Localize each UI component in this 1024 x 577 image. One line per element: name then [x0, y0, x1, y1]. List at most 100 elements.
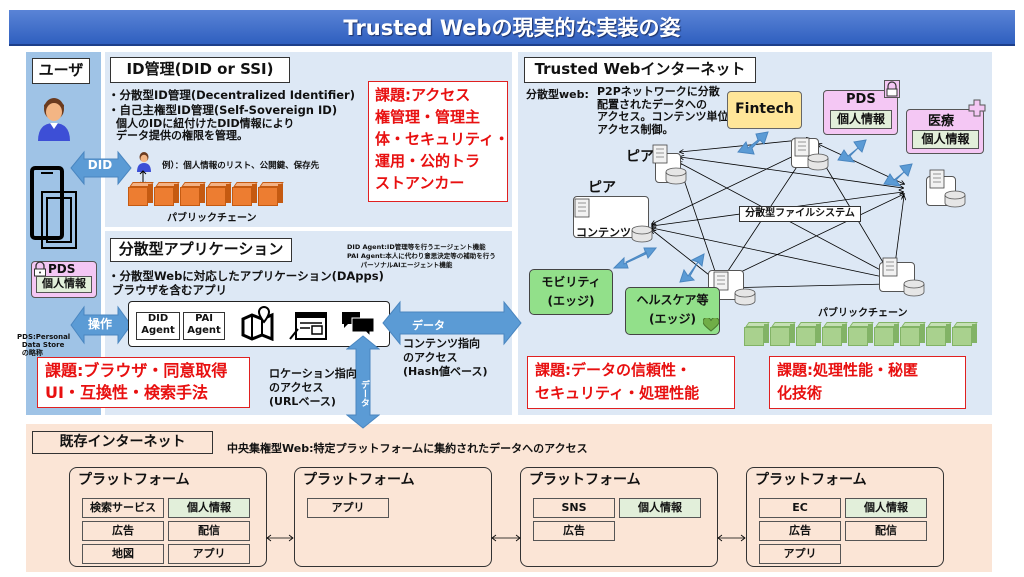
tw-issue-box-1: 課題:データの信頼性・ セキュリティ・処理性能	[527, 356, 735, 409]
did-agent-note: DID Agent:ID管理等を行うエージェント機能	[347, 243, 486, 251]
tw-desc-label: 分散型web:	[526, 88, 589, 101]
user-pds-title: PDS	[48, 262, 76, 276]
mobility-edge-box: モビリティ (エッジ)	[529, 269, 613, 315]
chain-block	[822, 322, 848, 346]
chain-block	[232, 182, 258, 206]
peer-label-2: ピア	[588, 180, 616, 196]
content-oriented-access: コンテンツ指向 のアクセス (Hash値ベース)	[403, 337, 488, 378]
public-chain-green	[744, 322, 978, 346]
vertical-data-label: データ	[359, 380, 369, 407]
id-issue-box: 課題:アクセス 権管理・管理主 体・セキュリティ・ 運用・公的トラ ストアンカー	[368, 81, 509, 202]
peer-node	[926, 176, 956, 206]
platform-box: プラットフォームアプリ	[294, 467, 492, 567]
app-issue-box: 課題:ブラウザ・同意取得 UI・互換性・検索手法	[37, 357, 250, 408]
tw-pds-personal-info: 個人情報	[830, 110, 892, 129]
chain-block	[900, 322, 926, 346]
did-agent-box: DID Agent	[136, 312, 180, 340]
tw-pds-title: PDS	[846, 92, 876, 107]
platform-service-cell: アプリ	[307, 498, 389, 518]
platform-service-cell: 検索サービス	[82, 498, 164, 518]
platform-box: プラットフォーム検索サービス個人情報広告配信地図アプリ	[69, 467, 267, 567]
data-horizontal-arrow	[382, 300, 522, 346]
peer-node	[879, 262, 915, 292]
platform-title: プラットフォーム	[78, 472, 190, 488]
chain-block	[796, 322, 822, 346]
tw-description: P2Pネットワークに分散 配置されたデータへの アクセス。コンテンツ単位 アクセ…	[597, 85, 729, 136]
user-pds-personal-info: 個人情報	[36, 276, 92, 293]
pai-agent-note: PAI Agent:本人に代わり意思決定等の補助を行う パーソナルAIエージェン…	[347, 252, 496, 269]
healthcare-edge-box: ヘルスケア等 (エッジ)	[625, 287, 720, 335]
platform-title: プラットフォーム	[303, 472, 415, 488]
data-arrow-label: データ	[412, 319, 445, 332]
lock-icon	[34, 261, 46, 277]
public-chain-orange	[128, 182, 284, 206]
platform-title: プラットフォーム	[755, 472, 867, 488]
platform-service-cell: 個人情報	[619, 498, 701, 518]
page-title: Trusted Webの現実的な実装の姿	[9, 10, 1015, 46]
chat-icon	[342, 312, 375, 338]
agent-notes: DID Agent:ID管理等を行うエージェント機能 PAI Agent:本人に…	[347, 243, 496, 270]
medical-personal-info: 個人情報	[912, 130, 979, 149]
chain-block	[770, 322, 796, 346]
platform-service-cell: 地図	[82, 544, 164, 564]
platform-service-cell: SNS	[533, 498, 615, 518]
data-vertical-arrow	[346, 335, 380, 429]
chain-block	[848, 322, 874, 346]
operate-arrow-label: 操作	[87, 317, 112, 331]
peer-node	[791, 138, 819, 168]
chain-block	[952, 322, 978, 346]
user-avatar-icon	[38, 98, 70, 141]
platform-service-cell: 配信	[845, 521, 927, 541]
lock-icon	[884, 80, 900, 98]
dapps-bullet: ・分散型Webに対応したアプリケーション(DApps) ブラウザを含むアプリ	[108, 269, 384, 297]
platform-service-cell: アプリ	[759, 544, 841, 564]
chain-block	[128, 182, 154, 206]
id-description: 個人のIDに紐付けたDID情報により データ提供の権限を管理。	[116, 117, 295, 142]
did-arrow-label: DID	[87, 158, 113, 172]
existing-internet-heading: 既存インターネット	[32, 431, 213, 454]
distributed-filesystem-label: 分散型ファイルシステム	[739, 206, 861, 222]
chain-block	[926, 322, 952, 346]
existing-internet-desc: 中央集権型Web:特定プラットフォームに集約されたデータへのアクセス	[227, 442, 588, 455]
chain-block	[180, 182, 206, 206]
chain-block	[258, 182, 284, 206]
chain-block	[154, 182, 180, 206]
location-oriented-access: ロケーション指向 のアクセス (URLベース)	[269, 367, 357, 408]
content-label: コンテンツ	[576, 226, 631, 239]
platform-service-cell: アプリ	[168, 544, 250, 564]
heart-icon	[703, 318, 719, 332]
platform-title: プラットフォーム	[529, 472, 641, 488]
platform-service-cell: 個人情報	[845, 498, 927, 518]
pds-abbreviation-note: PDS:Personal Data Store の略称	[17, 333, 71, 357]
peer-node	[655, 153, 681, 183]
id-example: 例）：個人情報のリスト、公開鍵、保存先	[162, 161, 320, 171]
chain-block	[744, 322, 770, 346]
platform-service-cell: 個人情報	[168, 498, 250, 518]
id-management-heading: ID管理(DID or SSI)	[110, 57, 290, 83]
ssi-bullet: ・自己主権型ID管理(Self-Sovereign ID)	[108, 103, 338, 117]
tw-issue-box-2: 課題:処理性能・秘匿 化技術	[769, 356, 966, 409]
platform-service-cell: 広告	[533, 521, 615, 541]
did-bullet: ・分散型ID管理(Decentralized Identifier)	[108, 88, 355, 102]
did-arrow	[70, 150, 132, 186]
distributed-app-heading: 分散型アプリケーション	[110, 238, 292, 262]
platform-service-cell: 配信	[168, 521, 250, 541]
medical-cross-icon	[968, 99, 986, 117]
tw-chain-label: パブリックチェーン	[818, 308, 908, 319]
web-form-icon	[289, 312, 327, 340]
id-chain-label: パブリックチェーン	[167, 213, 257, 224]
pai-agent-box: PAI Agent	[183, 312, 225, 340]
trusted-web-heading: Trusted Webインターネット	[524, 57, 756, 83]
small-user-icon	[137, 152, 151, 172]
user-heading: ユーザ	[32, 58, 90, 84]
platform-service-cell: EC	[759, 498, 841, 518]
chain-block	[874, 322, 900, 346]
map-pin-icon	[241, 305, 274, 341]
peer-label-1: ピア	[626, 149, 654, 165]
chain-block	[206, 182, 232, 206]
medical-title: 医療	[928, 114, 955, 129]
platform-service-cell: 広告	[82, 521, 164, 541]
fintech-box: Fintech	[727, 91, 802, 129]
device-icon	[30, 166, 77, 249]
